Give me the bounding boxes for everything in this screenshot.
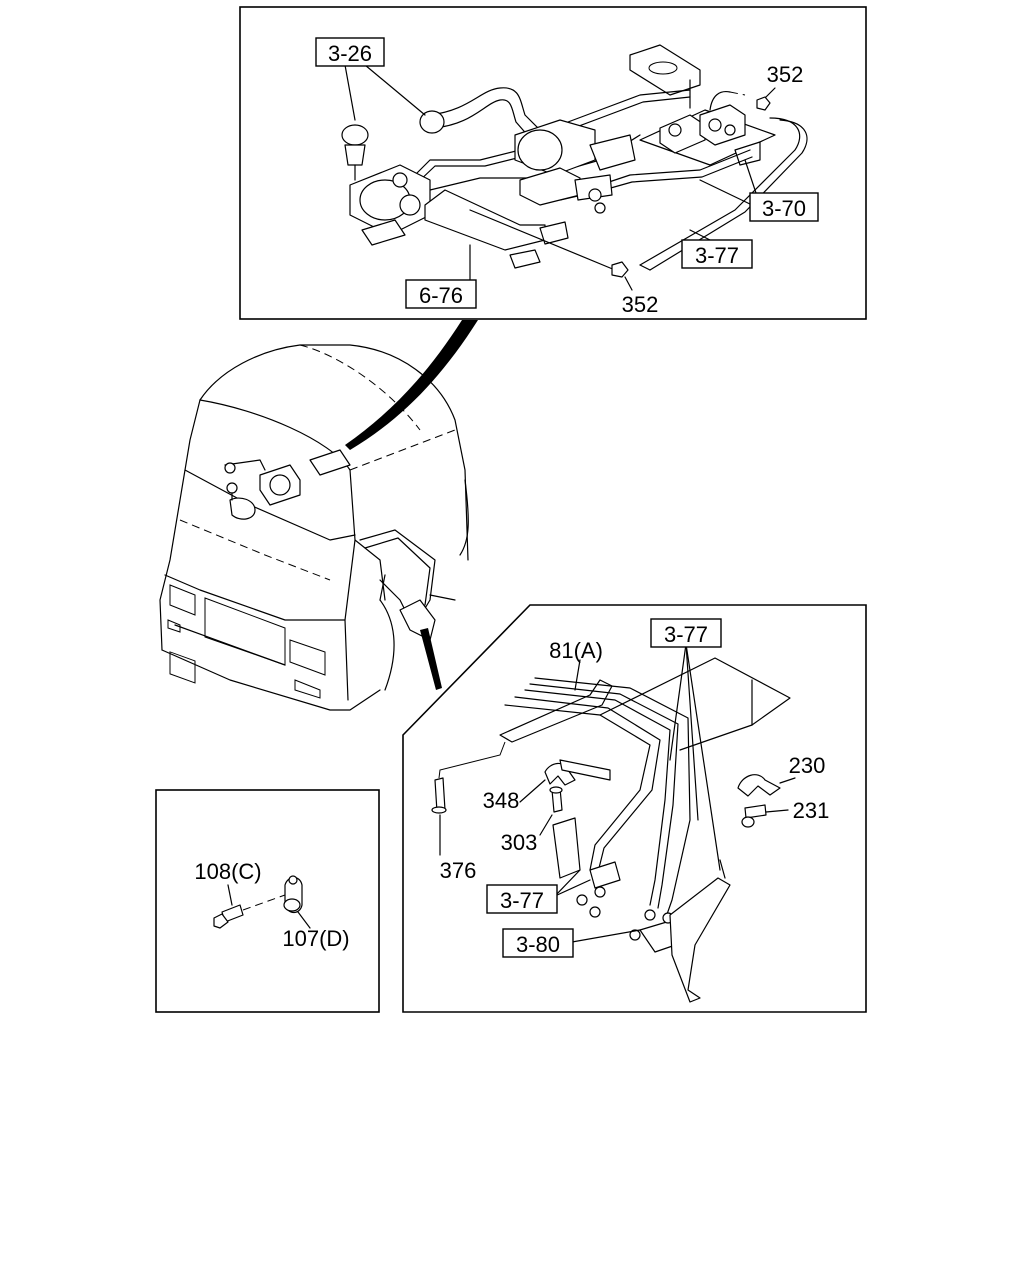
label-376: 376	[440, 858, 477, 883]
label-108c: 108(C)	[194, 859, 261, 884]
bottom-right-detail-panel: 3-77 81(A) 230 231 348 303 376 3-77 3-80	[402, 604, 867, 1013]
label-352-upper: 352	[767, 62, 804, 87]
bracket-right	[669, 877, 731, 1003]
label-352-lower: 352	[622, 292, 659, 317]
bottom-right-panel-frame	[402, 604, 867, 1013]
callout-box-3-77-lower	[486, 884, 558, 914]
callout-box-3-77-top	[681, 239, 753, 269]
label-81a: 81(A)	[549, 638, 603, 663]
hose-3-77	[639, 117, 801, 266]
label-3-77-lower: 3-77	[500, 888, 544, 913]
callout-box-3-80	[502, 928, 574, 958]
label-231: 231	[793, 798, 830, 823]
mounting-bracket	[629, 44, 701, 96]
label-348: 348	[483, 788, 520, 813]
fitting-3-77	[589, 861, 621, 889]
label-303: 303	[501, 830, 538, 855]
label-6-76: 6-76	[419, 283, 463, 308]
truck-cab-illustration	[159, 344, 469, 711]
top-detail-panel: 3-26 352 3-70 3-77 6-76 352	[239, 6, 867, 320]
cap-3-26	[341, 124, 369, 146]
bottom-left-panel-frame	[155, 789, 380, 1013]
upper-hose	[429, 87, 541, 131]
label-3-80: 3-80	[516, 932, 560, 957]
callout-box-6-76	[405, 279, 477, 309]
label-230: 230	[789, 753, 826, 778]
clamp-230	[737, 774, 781, 797]
pointer-wedge-top	[345, 320, 478, 450]
clamp-81a	[499, 679, 613, 743]
bracket-303	[552, 817, 581, 879]
pointer-wedge-bottom	[420, 628, 442, 690]
label-3-77-upper: 3-77	[664, 622, 708, 647]
bottom-left-detail-panel: 108(C) 107(D)	[155, 789, 380, 1013]
nut-352-upper	[756, 96, 771, 111]
label-3-77-top-panel: 3-77	[695, 243, 739, 268]
top-panel-frame	[239, 6, 867, 320]
bolt-231	[744, 804, 767, 819]
label-3-26: 3-26	[328, 41, 372, 66]
label-107d: 107(D)	[282, 926, 349, 951]
callout-box-3-26	[315, 37, 385, 67]
callout-box-3-70	[749, 192, 819, 222]
label-3-70: 3-70	[762, 196, 806, 221]
hose-end-cap	[419, 110, 445, 134]
callout-box-3-77-upper	[650, 618, 722, 648]
nut-352-lower	[611, 261, 629, 278]
valve-block	[659, 114, 706, 154]
